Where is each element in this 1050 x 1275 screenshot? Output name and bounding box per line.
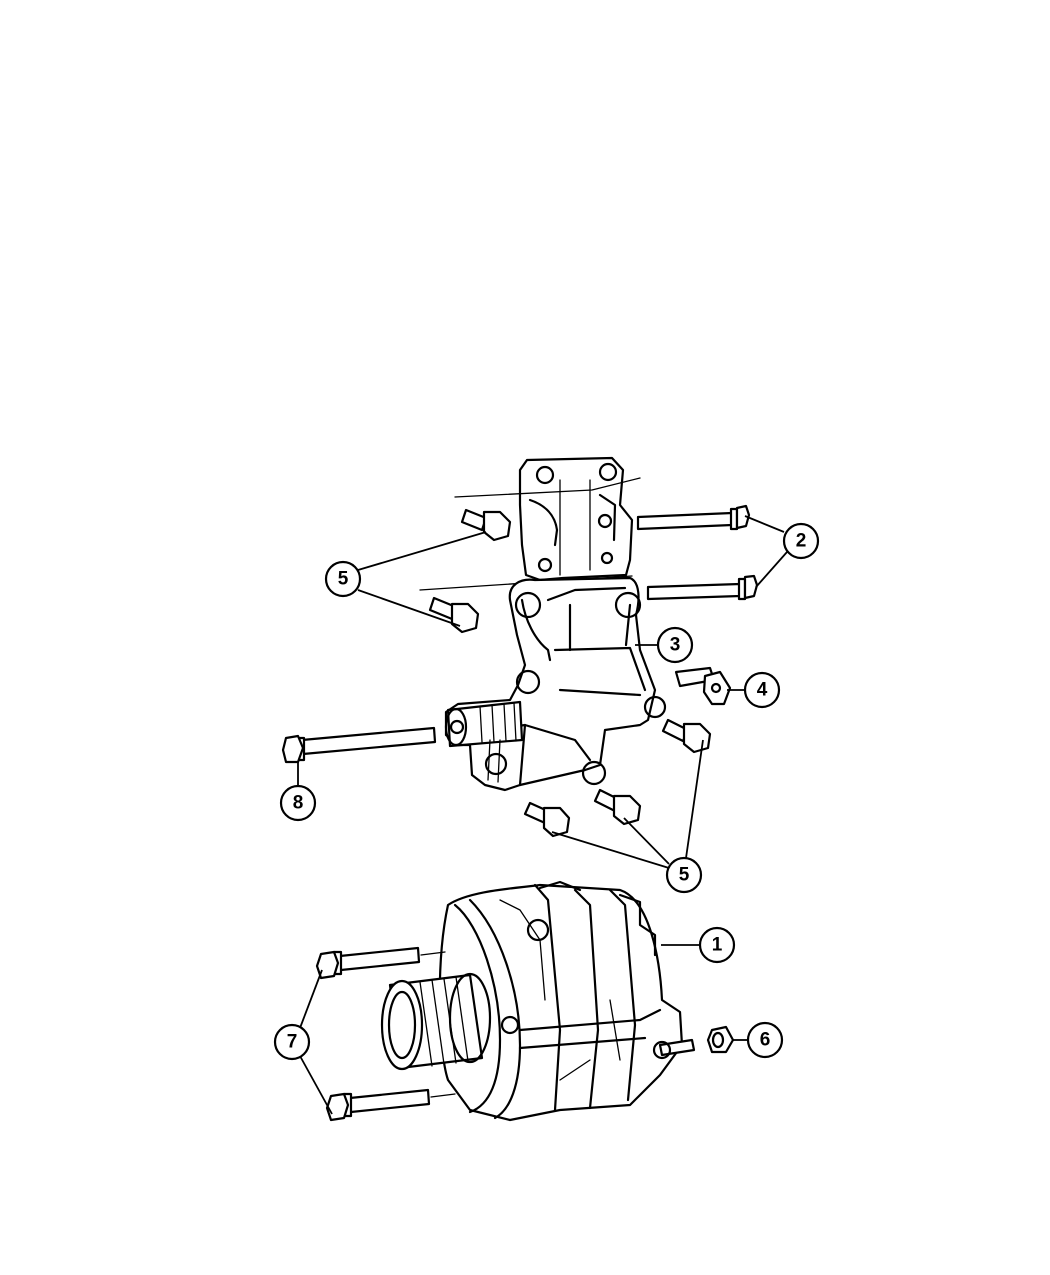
callout-5-upper-label: 5 (338, 569, 349, 590)
callout-5-lower-label: 5 (679, 865, 690, 886)
callout-2-label: 2 (796, 531, 807, 552)
callout-6: 6 (746, 1021, 784, 1059)
callout-4: 4 (743, 671, 781, 709)
terminal-nut (706, 1025, 735, 1054)
callout-5-lower: 5 (665, 856, 703, 894)
alternator-bolt-lower (325, 1088, 456, 1122)
short-bolt-a (460, 508, 512, 542)
callout-4-label: 4 (757, 680, 768, 701)
long-bolt-lower (646, 574, 759, 601)
short-bolt-e (593, 788, 642, 826)
short-bolt-c (661, 718, 712, 754)
callout-8: 8 (279, 784, 317, 822)
tensioner-bracket (444, 576, 667, 792)
callout-6-label: 6 (760, 1030, 771, 1051)
pivot-bolt (281, 726, 437, 764)
callout-8-label: 8 (293, 793, 304, 814)
short-bolt-d (523, 801, 571, 838)
callout-5-upper: 5 (324, 560, 362, 598)
leader-lines (297, 515, 788, 1115)
callout-7: 7 (273, 1023, 311, 1061)
long-bolt-upper (636, 504, 751, 531)
alternator-bolt-upper (315, 946, 446, 980)
short-bolt-b (428, 596, 480, 634)
callout-2: 2 (782, 522, 820, 560)
callout-1: 1 (698, 926, 736, 964)
callout-7-label: 7 (287, 1032, 298, 1053)
callout-3-label: 3 (670, 635, 681, 656)
retainer-clip (674, 666, 732, 706)
alternator (380, 880, 696, 1122)
callout-1-label: 1 (712, 935, 723, 956)
callout-3: 3 (656, 626, 694, 664)
upper-mounting-bracket (419, 456, 641, 591)
